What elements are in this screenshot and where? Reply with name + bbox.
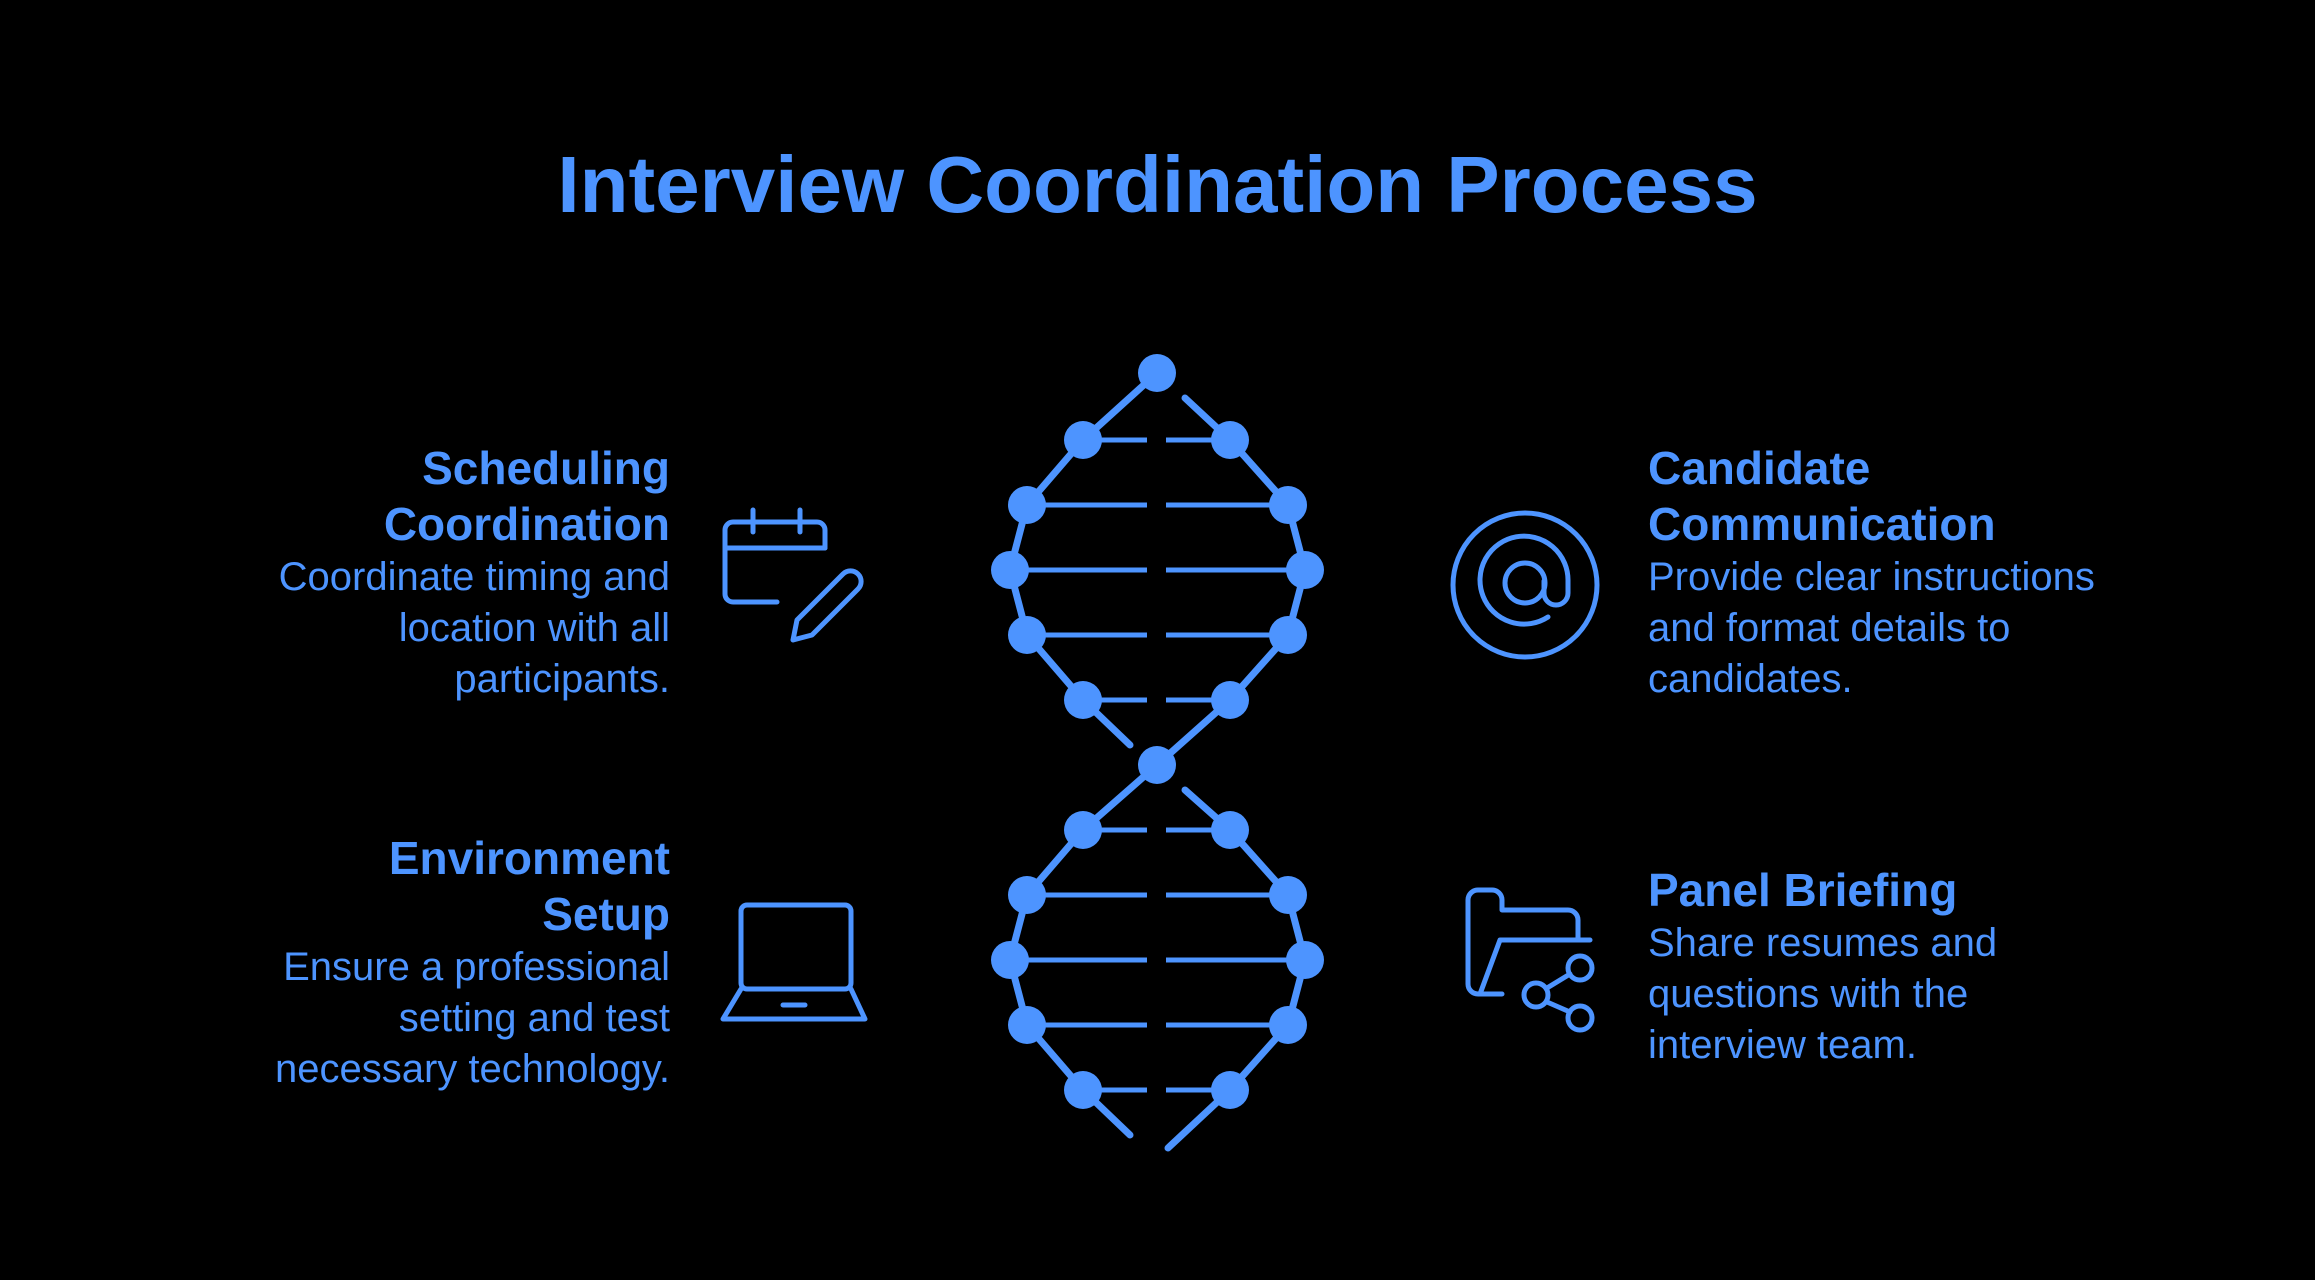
page-title: Interview Coordination Process [557, 140, 1758, 229]
dna-helix-icon [991, 354, 1324, 1152]
step-scheduling: Scheduling Coordination Coordinate timin… [230, 440, 670, 705]
at-sign-icon [1450, 510, 1600, 660]
laptop-icon [720, 902, 868, 1022]
step-title: Candidate Communication [1648, 442, 1996, 550]
calendar-edit-icon [722, 507, 864, 643]
step-title: Environment Setup [388, 832, 670, 940]
step-title: Panel Briefing [1648, 864, 1958, 916]
step-description: Ensure a professional setting and test n… [274, 945, 670, 1091]
step-briefing: Panel Briefing Share resumes and questio… [1648, 862, 2128, 1071]
step-title: Scheduling Coordination [383, 442, 670, 550]
step-description: Coordinate timing and location with all … [278, 555, 670, 701]
step-description: Share resumes and questions with the int… [1648, 921, 1998, 1067]
step-description: Provide clear instructions and format de… [1648, 555, 2095, 701]
step-communication: Candidate Communication Provide clear in… [1648, 440, 2128, 705]
step-environment: Environment Setup Ensure a professional … [230, 830, 670, 1095]
folder-share-icon [1465, 887, 1595, 1033]
